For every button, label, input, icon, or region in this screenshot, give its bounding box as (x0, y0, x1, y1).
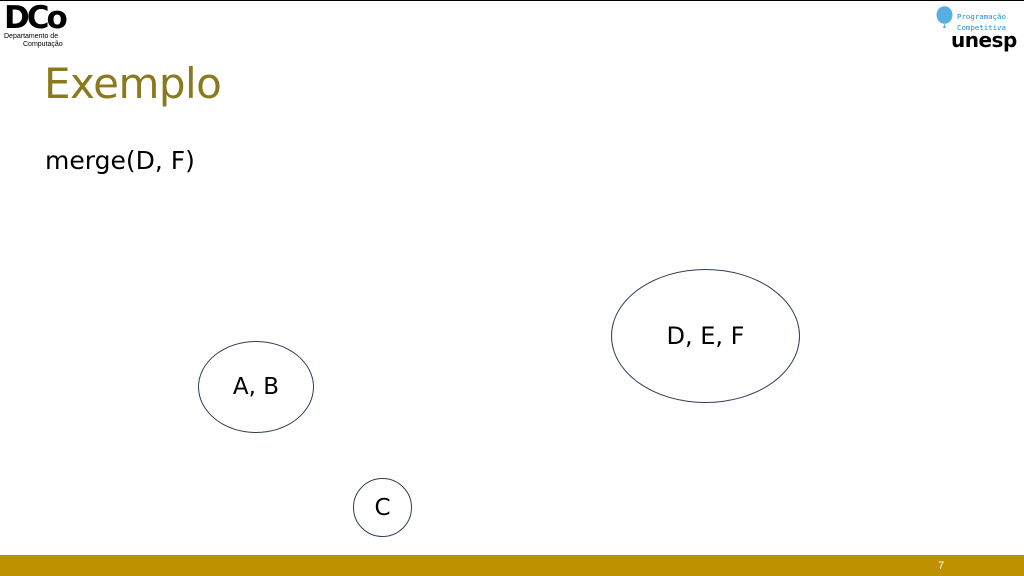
dco-logo-line1: Departamento de (4, 33, 59, 40)
dco-logo: DCo Departamento de Computação (4, 3, 74, 53)
top-border-line (0, 0, 1024, 1)
set-node-def: D, E, F (611, 269, 800, 403)
unesp-wordmark: unesp (951, 28, 1017, 52)
balloon-icon (936, 6, 953, 28)
set-node-ab-label: A, B (232, 374, 280, 400)
dco-logo-line2: Computação (23, 41, 63, 48)
set-node-ab: A, B (198, 341, 314, 433)
unesp-logo-line2: Competitiva (957, 23, 1006, 32)
set-node-c: C (353, 478, 412, 537)
set-node-c-label: C (374, 494, 391, 521)
unesp-logo-line1: Programação (957, 12, 1006, 21)
set-node-def-label: D, E, F (666, 322, 745, 350)
unesp-logo-text: Programação Competitiva (957, 11, 1006, 33)
footer-bar (0, 555, 1024, 576)
slide-subtitle: merge(D, F) (45, 146, 195, 175)
unesp-logo: Programação Competitiva unesp (933, 5, 1021, 53)
page-number: 7 (938, 560, 945, 572)
slide-title: Exemplo (44, 59, 222, 108)
dco-logo-mark: DCo (4, 0, 68, 36)
